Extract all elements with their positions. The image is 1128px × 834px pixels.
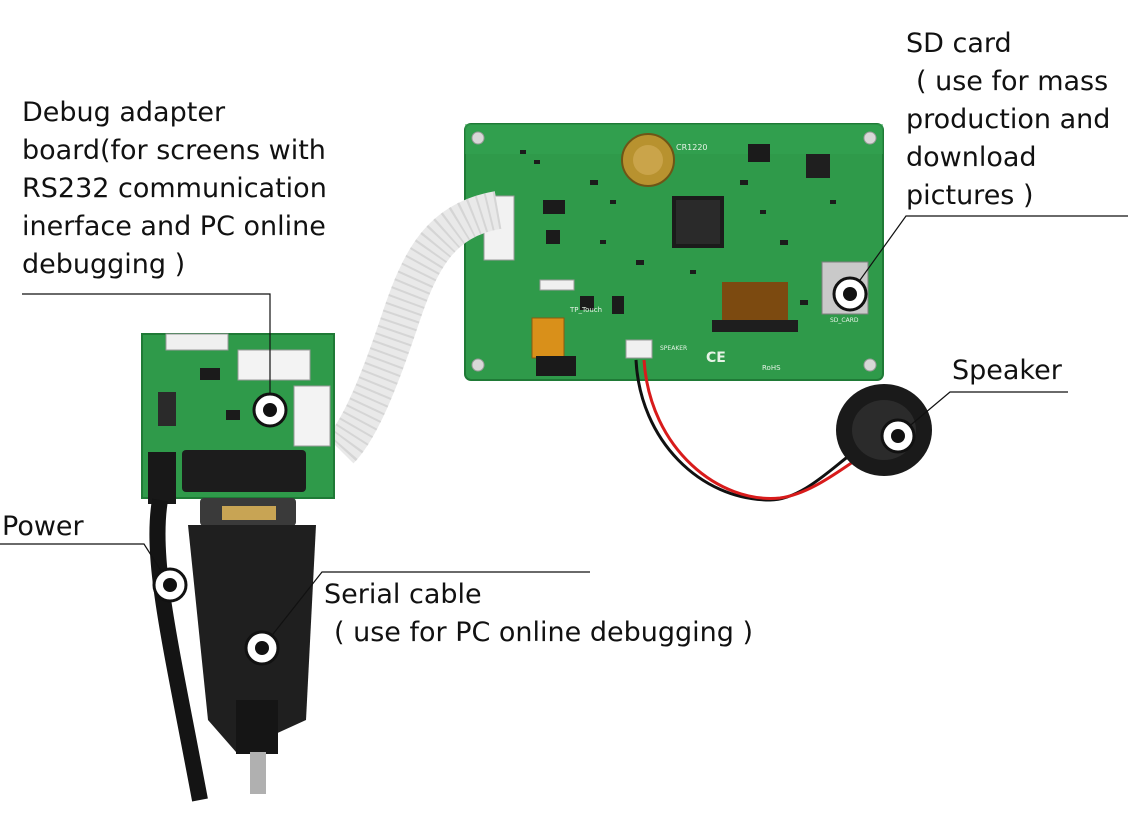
speaker-label: Speaker — [952, 352, 1062, 390]
debug-adapter-leader — [22, 293, 271, 410]
serial-cable-label: Serial cable ( use for PC online debuggi… — [324, 576, 753, 652]
sd-card-line-2: ( use for mass — [916, 66, 1109, 97]
debug-adapter-line-2: board(for screens with — [22, 135, 326, 166]
ribbon-cable — [325, 191, 502, 464]
serial-cable — [182, 450, 316, 794]
touch-flex — [531, 317, 565, 359]
power-marker — [152, 567, 188, 603]
debug-adapter-label: Debug adapter board(for screens with RS2… — [22, 94, 327, 284]
speaker-wire-red — [642, 359, 857, 500]
main-display-board: CR1220 TP_Touch SPEAKER CE — [464, 123, 884, 381]
sd-card-marker — [832, 276, 868, 312]
speaker-wire-black — [634, 359, 851, 502]
serial-cable-marker — [244, 630, 280, 666]
power-cable — [148, 452, 208, 802]
debug-adapter-marker — [252, 392, 288, 428]
sd-card-leader — [849, 215, 1128, 295]
svg-text:CE: CE — [706, 350, 726, 366]
serial-cable-line-2: ( use for PC online debugging ) — [334, 617, 754, 648]
sd-card-label: SD card ( use for mass production and do… — [906, 25, 1110, 215]
battery-silkscreen: CR1220 — [676, 143, 708, 152]
debug-adapter-line-4: inerface and PC online — [22, 211, 326, 242]
speaker-port-silkscreen: SPEAKER — [660, 345, 687, 352]
touch-silkscreen: TP_Touch — [569, 306, 602, 314]
speaker-line-1: Speaker — [952, 355, 1062, 386]
serial-cable-line-1: Serial cable — [324, 579, 482, 610]
debug-adapter-line-1: Debug adapter — [22, 97, 226, 128]
sd-card-line-5: pictures ) — [906, 180, 1034, 211]
debug-adapter-line-3: RS232 communication — [22, 173, 327, 204]
speaker-port — [625, 339, 653, 359]
lcd-flex-connector — [722, 282, 788, 324]
debug-adapter-line-5: debugging ) — [22, 249, 186, 280]
speaker-leader — [899, 391, 1068, 435]
sd-slot-silkscreen: SD_CARD — [830, 317, 859, 324]
sd-card-line-1: SD card — [906, 28, 1012, 59]
power-label: Power — [2, 508, 84, 546]
callout-lines — [0, 215, 1128, 649]
power-leader — [0, 543, 171, 586]
speaker-marker — [880, 418, 916, 454]
marker-dots — [152, 276, 916, 666]
power-line-1: Power — [2, 511, 84, 542]
sd-card-line-3: production and — [906, 104, 1111, 135]
coin-battery-holder: CR1220 — [621, 133, 708, 187]
serial-cable-leader — [261, 571, 590, 649]
sd-card-line-4: download — [906, 142, 1037, 173]
rohs-silkscreen: RoHS — [762, 364, 781, 372]
